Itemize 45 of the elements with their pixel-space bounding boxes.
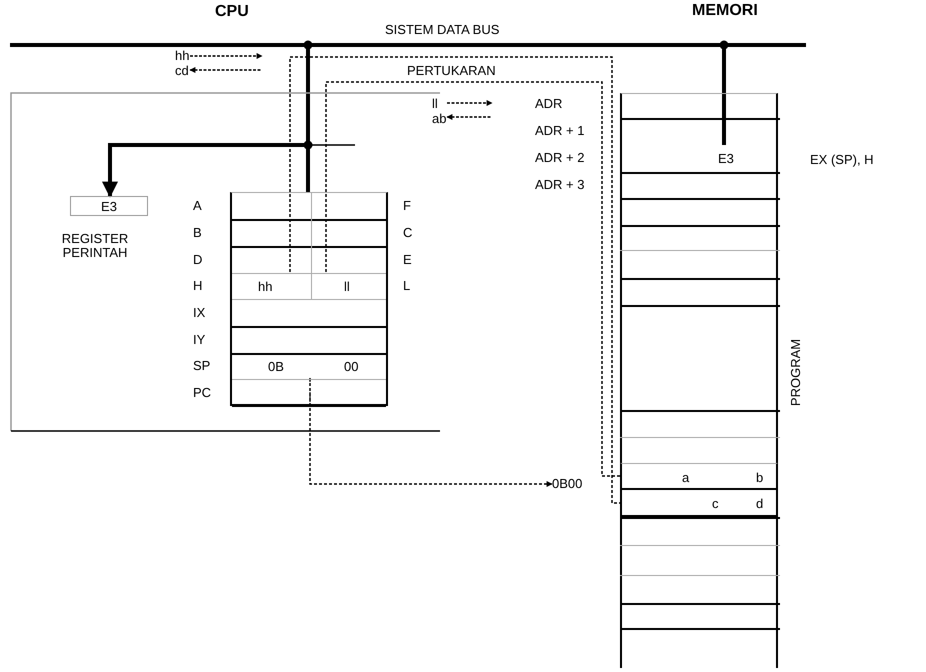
register-label: cd [175,63,189,78]
register-label: F [403,198,411,213]
register-label: SP [193,358,210,373]
register-label: C [403,225,412,240]
section-heading: CPU [215,4,249,19]
register-label: A [193,198,202,213]
cell-value: c [712,496,718,511]
instruction-label: EX (SP), H [810,152,874,167]
cell-value: 0B00 [552,476,582,491]
cell-value: hh [258,279,272,294]
register-label: IY [193,332,206,347]
address-label: ADR [535,96,562,111]
edge-label: SISTEM DATA BUS [383,22,502,37]
register-label: D [193,252,202,267]
cell-value: ll [344,279,350,294]
cell-value: b [756,470,764,485]
register-label: hh [175,48,190,63]
side-label: PROGRAM [788,338,804,406]
cell-value: 0B [268,359,284,374]
connector [325,81,620,477]
cell-value: E3 [100,199,118,214]
register-file [230,192,388,406]
edge-label: PERTUKARAN [405,63,498,78]
bus-line [102,43,726,198]
address-label: ADR + 1 [535,123,584,138]
cell-value: E3 [718,151,734,166]
register-label: B [193,225,202,240]
cell-value: 00 [344,359,358,374]
side-label: REGISTER PERINTAH [60,232,130,260]
register-label: L [403,278,410,293]
register-label: ab [432,111,446,126]
address-label: ADR + 2 [535,150,584,165]
register-label: E [403,252,412,267]
connector [289,56,620,504]
cell-value: a [682,470,690,485]
memory-cell [620,463,778,490]
connector [309,378,553,487]
instruction-register [70,196,148,216]
register-label: IX [193,305,206,320]
address-label: ADR + 3 [535,177,584,192]
register-label: ll [432,96,438,111]
register-label: PC [193,385,212,400]
register-label: H [193,278,202,293]
cell-value: d [756,496,764,511]
section-heading: MEMORI [692,3,758,18]
